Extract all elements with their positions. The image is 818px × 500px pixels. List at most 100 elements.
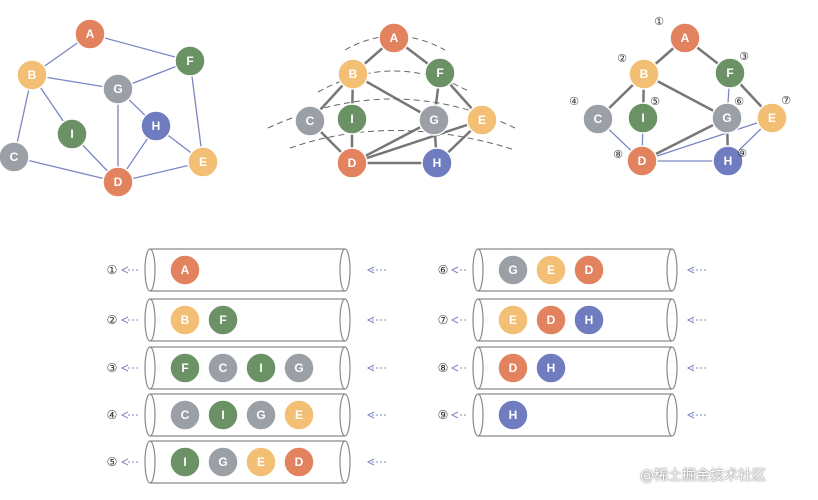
queue-step-mark: ④: [107, 408, 118, 422]
edge-A-F: [89, 33, 191, 62]
queue-node-label: F: [219, 313, 226, 327]
node-E: [466, 104, 498, 136]
queue-tube: [150, 440, 345, 484]
queue-node-H: [497, 399, 529, 431]
node-label: I: [641, 111, 644, 125]
queue-node-C: [207, 352, 239, 384]
queue-step-mark: ①: [107, 263, 118, 277]
queue-step-mark: ②: [107, 313, 118, 327]
visit-order-mark: ③: [739, 50, 749, 63]
visit-order-mark: ⑦: [781, 94, 791, 107]
dequeue-arrow-head: [120, 364, 129, 372]
node-label: D: [348, 156, 357, 170]
queue-node-label: D: [547, 313, 556, 327]
dequeue-arrow-head: [450, 316, 459, 324]
queue-node-label: I: [221, 408, 224, 422]
node-G: [418, 104, 450, 136]
node-I: [56, 118, 88, 150]
queue-step-mark: ⑦: [438, 313, 449, 327]
queue-node-label: E: [547, 263, 555, 277]
edge-G-D: [641, 116, 728, 163]
queue-rear-end: [339, 440, 351, 484]
queue-front-end: [144, 346, 156, 390]
edge-D-E: [641, 117, 773, 162]
node-label: I: [350, 112, 353, 126]
queue-node-E: [497, 304, 529, 336]
queue-node-E: [245, 446, 277, 478]
node-D: [336, 147, 368, 179]
visit-order-mark: ②: [617, 52, 627, 65]
queue-tube: [478, 346, 672, 390]
enqueue-arrow-head: [366, 364, 375, 372]
node-D: [626, 145, 658, 177]
queue-node-G: [497, 254, 529, 286]
node-label: A: [390, 31, 399, 45]
queue-rear-end: [339, 248, 351, 292]
dequeue-arrow-head: [120, 266, 129, 274]
node-label: E: [478, 113, 486, 127]
node-C: [582, 103, 614, 135]
enqueue-arrow-head: [366, 458, 375, 466]
node-label: E: [768, 111, 776, 125]
visit-order-mark: ①: [654, 15, 664, 28]
queue-node-label: A: [181, 263, 190, 277]
node-A: [669, 22, 701, 54]
visit-order-mark: ④: [569, 95, 579, 108]
node-I: [336, 103, 368, 135]
node-label: G: [113, 82, 122, 96]
node-label: C: [10, 150, 19, 164]
queue-node-label: D: [295, 455, 304, 469]
dequeue-arrow-head: [120, 411, 129, 419]
queue-node-H: [573, 304, 605, 336]
dequeue-arrow-head: [120, 458, 129, 466]
queue-node-label: D: [509, 361, 518, 375]
queue-node-label: H: [547, 361, 556, 375]
node-F: [424, 57, 456, 89]
queue-node-I: [169, 446, 201, 478]
node-label: H: [724, 154, 733, 168]
queue-node-label: D: [585, 263, 594, 277]
queue-rear-end: [339, 298, 351, 342]
node-C: [294, 105, 326, 137]
enqueue-arrow-head: [366, 266, 375, 274]
queue-node-E: [283, 399, 315, 431]
edge-C-D: [13, 156, 119, 183]
node-label: B: [28, 68, 37, 82]
node-label: D: [114, 175, 123, 189]
dequeue-arrow-head: [450, 266, 459, 274]
queue-tube: [150, 346, 345, 390]
node-label: A: [86, 27, 95, 41]
node-label: E: [199, 155, 207, 169]
node-B: [628, 58, 660, 90]
queue-step-mark: ③: [107, 361, 118, 375]
visit-order-mark: ⑨: [737, 147, 747, 160]
node-E: [187, 146, 219, 178]
queue-node-label: E: [509, 313, 517, 327]
queue-node-label: G: [294, 361, 303, 375]
dequeue-arrow-head: [450, 411, 459, 419]
node-label: G: [429, 113, 438, 127]
queue-front-end: [144, 248, 156, 292]
enqueue-arrow-head: [686, 411, 695, 419]
queue-tube: [478, 393, 672, 437]
enqueue-arrow-head: [686, 316, 695, 324]
queue-node-I: [245, 352, 277, 384]
queue-front-end: [472, 298, 484, 342]
queue-node-label: H: [509, 408, 518, 422]
queue-node-D: [497, 352, 529, 384]
queue-node-D: [573, 254, 605, 286]
node-label: C: [306, 114, 315, 128]
visit-order-mark: ⑥: [734, 95, 744, 108]
node-B: [16, 59, 48, 91]
node-label: B: [640, 67, 649, 81]
queue-node-C: [169, 399, 201, 431]
